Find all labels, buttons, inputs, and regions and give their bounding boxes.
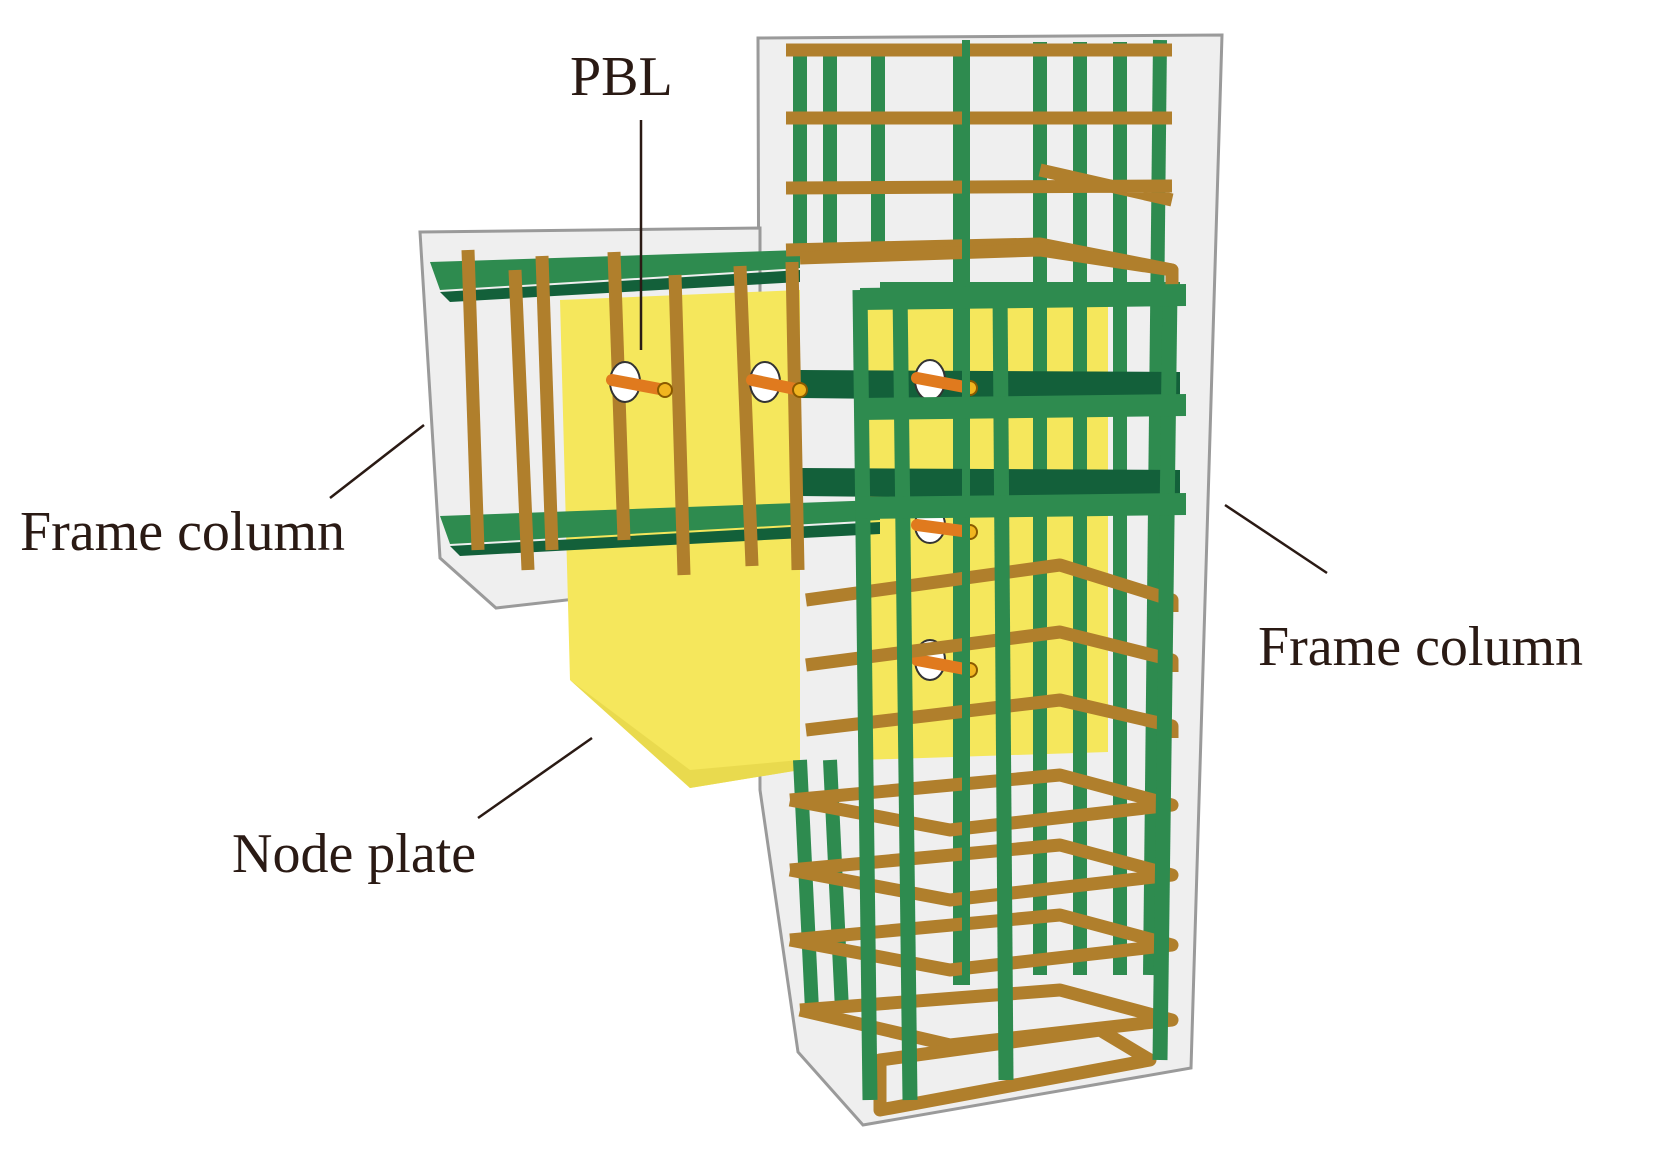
pbl-label: PBL [570,46,673,108]
labels: PBL Frame column Frame column Node plate [20,46,1583,885]
node-plate-label: Node plate [232,823,476,885]
frame-column-right-leader [1224,503,1328,575]
beam-stirrups [461,249,805,576]
frame-column-right-label: Frame column [1258,616,1583,678]
node-plate-leader [477,736,593,820]
leader-lines [329,120,1328,820]
front-column-ties [860,284,1186,519]
frame-column-left-leader [329,424,425,499]
frame-column-left-label: Frame column [20,501,345,563]
